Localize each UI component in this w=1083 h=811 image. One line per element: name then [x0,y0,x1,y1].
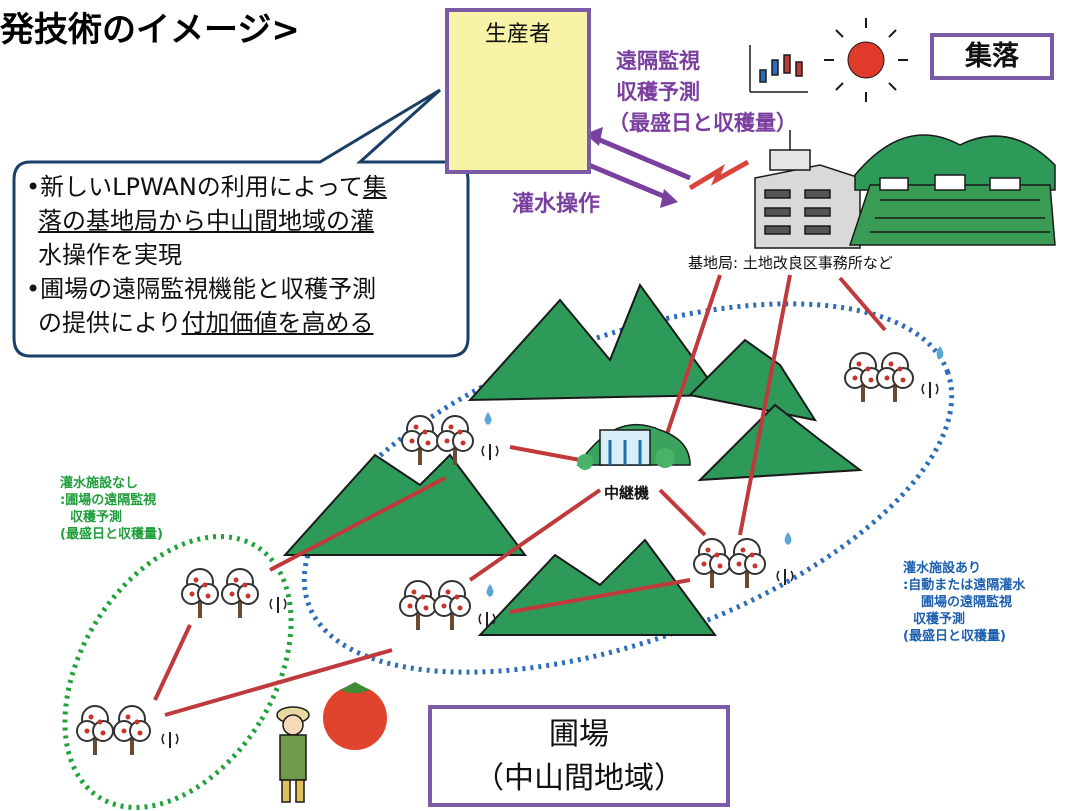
base-station-label: 基地局: 土地改良区事務所など [688,254,893,272]
radio-signal-icon [688,159,750,191]
orchard-bottom-center [399,580,496,631]
bubble-line-4: •圃場の遠隔監視機能と収穫予測 [26,272,387,306]
with-irrigation-note: 灌水施設あり :自動または遠隔灌水 圃場の遠隔監視 収穫予測 (最盛日と収穫量) [903,560,1025,645]
with-irrigation-4: 収穫予測 [913,612,966,627]
bubble-line-2: 落の基地局から中山間地域の灌 [26,204,387,238]
field-line-1: 圃場 [549,717,609,752]
no-irrigation-4: (最盛日と収穫量) [60,527,163,542]
with-irrigation-5: (最盛日と収穫量) [903,629,1006,644]
field-box: 圃場 （中山間地域） [428,705,730,807]
bubble-text-5a: の提供により [38,309,182,337]
field-line-2: （中山間地域） [474,761,684,796]
bubble-text-2: 落の基地局から中山間地域の灌 [38,207,374,235]
with-irrigation-2: :自動または遠隔灌水 [903,578,1026,593]
no-irrigation-3: 収穫予測 [70,510,123,525]
tomato-icon [323,682,387,750]
bubble-line-5: の提供により付加価値を高める [26,306,387,340]
orchard-center-right [693,532,794,589]
remote-monitoring-label: 遠隔監視 収穫予測 （最盛日と収穫量） [608,46,797,139]
non-irrigated-area-outline [62,534,294,810]
sun-icon [824,18,908,102]
bubble-text-1b: 集 [362,173,387,201]
remote-line-2: 収穫予測 [616,80,700,104]
bubble-text-5b: 付加価値を高める [181,309,374,337]
no-irrigation-1: 灌水施設なし [60,476,139,491]
page-title: 発技術のイメージ> [0,10,300,50]
bubble-line-1: •新しいLPWANの利用によって集 [26,170,387,204]
bubble-text-4: •圃場の遠隔監視機能と収穫予測 [26,275,377,303]
monitoring-chart-icon [749,45,808,93]
with-irrigation-3: 圃場の遠隔監視 [921,595,1013,610]
no-irrigation-2: :圃場の遠隔監視 [60,493,157,508]
producer-box: 生産者 [445,8,591,174]
orchard-top-right [844,346,944,403]
irrigation-operation-label: 灌水操作 [512,192,601,217]
with-irrigation-1: 灌水施設あり [903,561,982,576]
village-box: 集落 [930,33,1054,80]
relay-icon [576,423,691,470]
producer-label: 生産者 [484,22,551,47]
no-irrigation-note: 灌水施設なし :圃場の遠隔監視 収穫予測 (最盛日と収穫量) [60,475,163,543]
orchard-left [181,568,287,619]
network-links [153,274,887,717]
village-label: 集落 [965,41,1019,72]
relay-label: 中継機 [604,484,650,502]
callout-text: •新しいLPWANの利用によって集 落の基地局から中山間地域の灌 水操作を実現 … [26,170,387,340]
bubble-text-1a: •新しいLPWANの利用によって [26,173,363,201]
base-station-icon [754,130,861,249]
bubble-text-3: 水操作を実現 [38,241,182,269]
orchard-bottom-left [76,705,179,756]
farmer-figure-icon [276,706,310,803]
remote-line-3: （最盛日と収穫量） [608,111,797,135]
remote-line-1: 遠隔監視 [616,49,700,73]
bubble-line-3: 水操作を実現 [26,238,387,272]
mountain-group [282,282,863,636]
village-landscape-icon [848,134,1056,246]
